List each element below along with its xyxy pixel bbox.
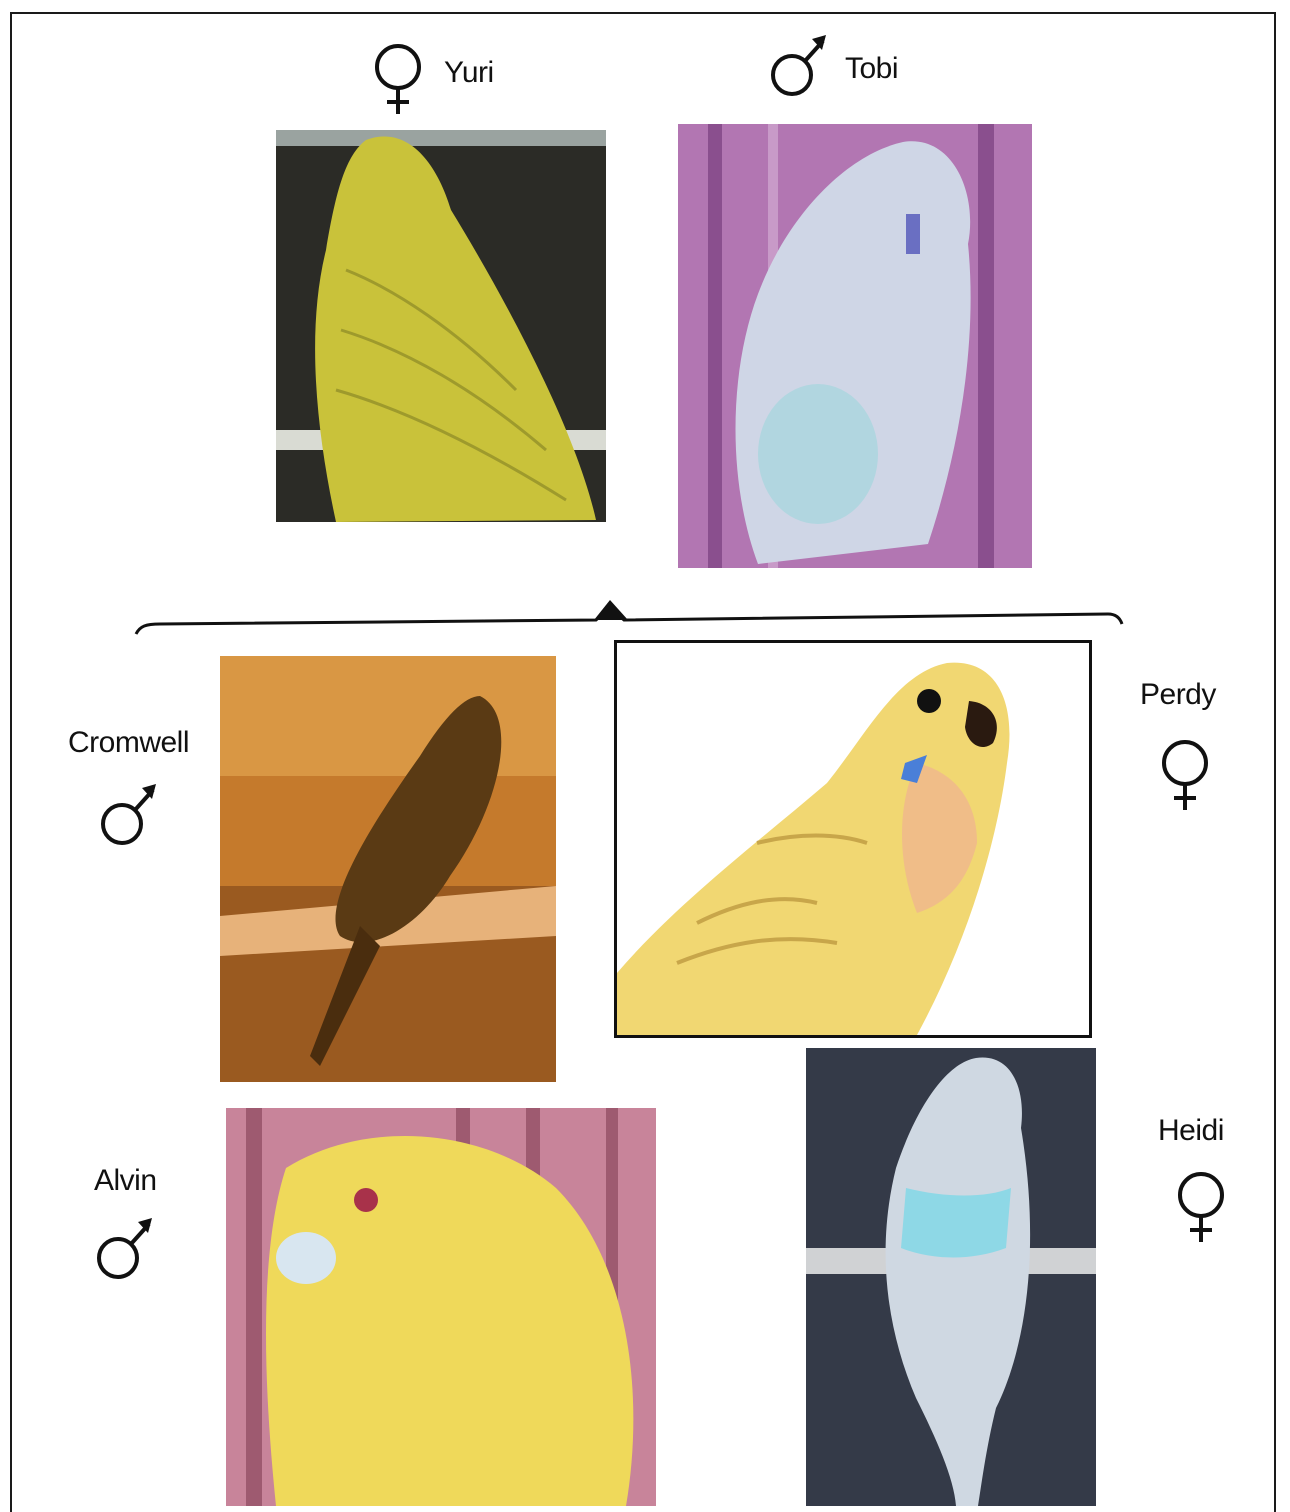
offspring-alvin-name: Alvin: [94, 1164, 157, 1198]
male-symbol-icon: [98, 780, 160, 848]
female-symbol-icon: [1156, 738, 1214, 812]
alvin-photo: [226, 1108, 656, 1506]
perdy-photo: [614, 640, 1092, 1038]
family-bracket: [0, 0, 1290, 660]
cromwell-photo: [220, 656, 556, 1082]
male-symbol-icon: [94, 1214, 156, 1282]
offspring-heidi-name: Heidi: [1158, 1114, 1224, 1148]
female-symbol-icon: [1172, 1170, 1230, 1244]
heidi-photo: [806, 1048, 1096, 1506]
offspring-cromwell-name: Cromwell: [68, 726, 189, 760]
offspring-perdy-name: Perdy: [1140, 678, 1216, 712]
